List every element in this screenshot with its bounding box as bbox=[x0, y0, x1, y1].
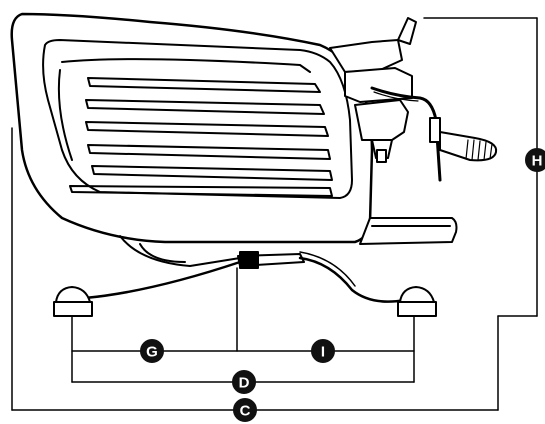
label-i-text: I bbox=[321, 344, 325, 361]
steam-knob-collar bbox=[429, 117, 441, 143]
label-g-text: G bbox=[146, 344, 158, 361]
drip-tray bbox=[359, 217, 458, 245]
front-panel-outline bbox=[42, 39, 353, 199]
foot-grip bbox=[239, 251, 259, 269]
stand-right-upper bbox=[299, 251, 356, 287]
top-lever bbox=[397, 17, 417, 45]
left-foot bbox=[55, 286, 91, 303]
label-c: C bbox=[233, 398, 257, 422]
grille-slats bbox=[69, 77, 333, 197]
stand-left bbox=[83, 260, 242, 300]
steam-wand bbox=[370, 86, 442, 182]
label-h-text: H bbox=[532, 153, 543, 170]
right-foot bbox=[399, 286, 435, 303]
underbody-fin bbox=[139, 243, 186, 263]
left-foot-base bbox=[53, 301, 93, 317]
machine-body-outline bbox=[10, 12, 374, 244]
stand-right bbox=[298, 256, 407, 303]
label-g: G bbox=[140, 339, 164, 363]
label-d-text: D bbox=[239, 375, 250, 392]
label-c-text: C bbox=[240, 403, 251, 420]
right-foot-base bbox=[397, 301, 437, 317]
group-head bbox=[354, 99, 409, 141]
spout-tip bbox=[376, 149, 387, 163]
grille-top bbox=[61, 58, 311, 73]
knob-grip-lines bbox=[465, 139, 493, 161]
label-i: I bbox=[311, 339, 335, 363]
label-d: D bbox=[232, 370, 256, 394]
label-h: H bbox=[525, 148, 545, 172]
steam-knob bbox=[439, 131, 498, 162]
espresso-machine-drawing bbox=[10, 12, 498, 317]
steam-wand-inner bbox=[373, 91, 419, 102]
underbody bbox=[119, 235, 241, 267]
grille-left-curve bbox=[57, 69, 73, 161]
